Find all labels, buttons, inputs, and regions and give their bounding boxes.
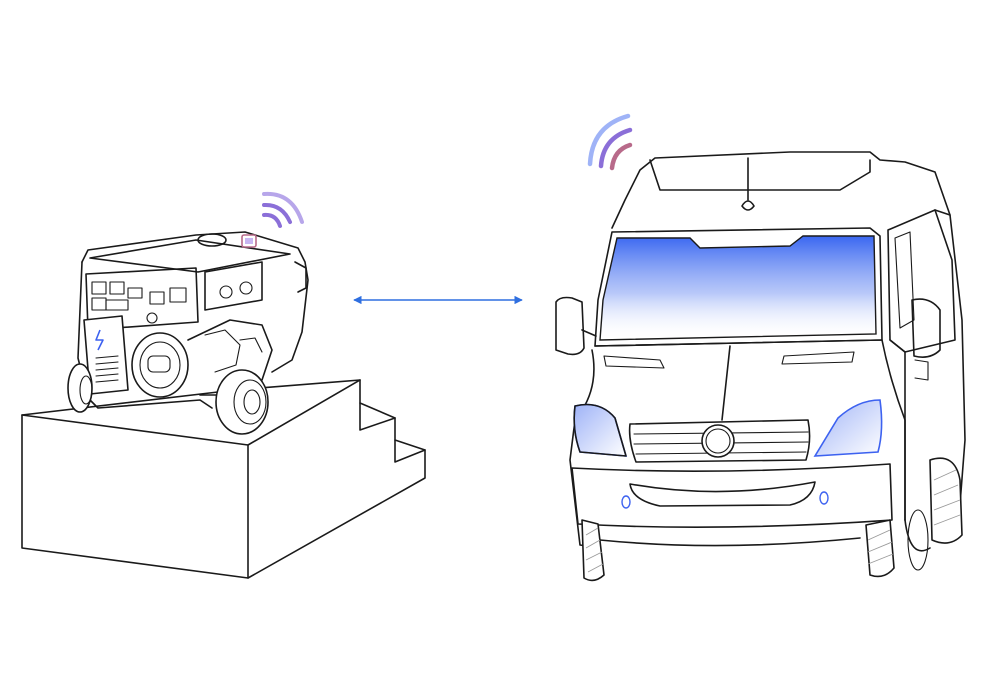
wireless-signal-icon bbox=[587, 113, 633, 171]
windshield bbox=[599, 235, 877, 341]
lightning-bolt-icon bbox=[95, 329, 104, 351]
right-headlight bbox=[813, 399, 883, 457]
van bbox=[555, 151, 966, 582]
generator bbox=[67, 231, 309, 435]
stepped-platform bbox=[21, 379, 426, 579]
wireless-signal-icon bbox=[262, 191, 304, 228]
